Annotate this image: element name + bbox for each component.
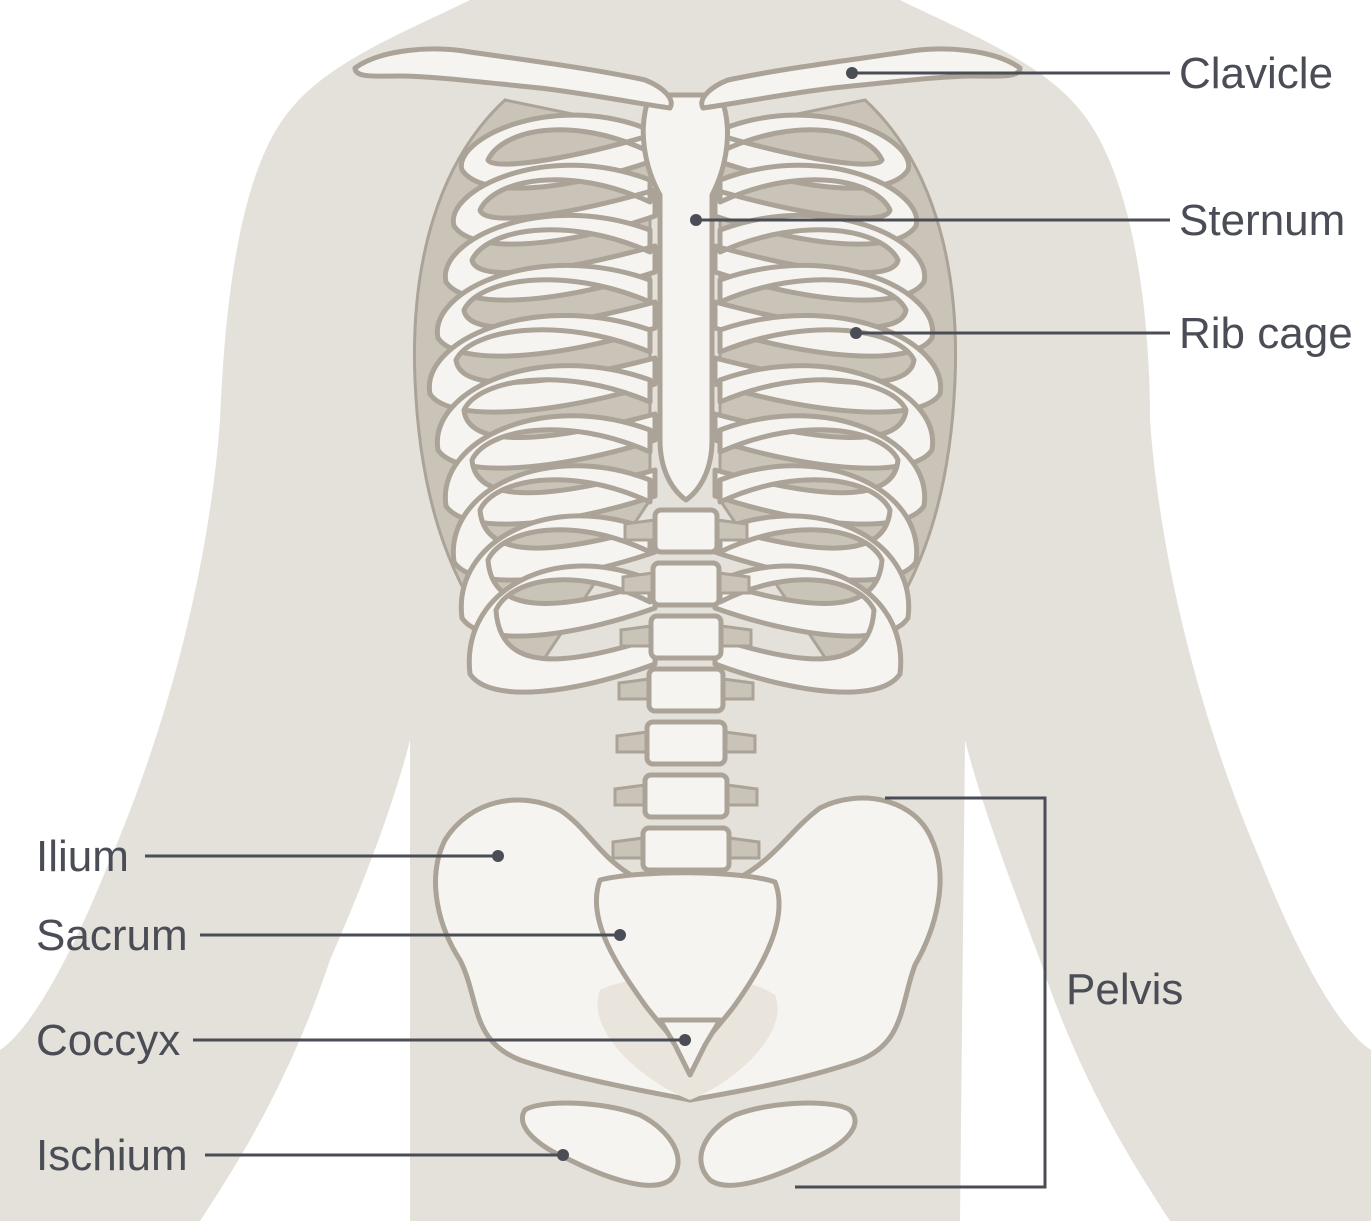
ilium-pointer-dot (492, 850, 504, 862)
rib-cage-pointer-dot (850, 327, 862, 339)
vertebra-4 (646, 666, 726, 714)
vertebra-process-left-1 (623, 518, 657, 542)
ischium-pointer-dot (557, 1149, 569, 1161)
ribs-right (712, 112, 944, 695)
vertebra-process-right-2 (717, 571, 751, 595)
rib-left-10 (466, 563, 658, 695)
vertebra-6 (642, 772, 730, 820)
rib-left-7 (442, 413, 658, 527)
vertebra-process-left-2 (621, 571, 655, 595)
pelvis-bracket (795, 796, 1047, 1189)
rib-right-10 (712, 563, 904, 695)
vertebra-process-right-7 (727, 836, 761, 860)
ischium-left-bone (519, 1100, 681, 1188)
vertebra-process-right-4 (721, 677, 755, 701)
vertebra-7 (640, 825, 732, 873)
rib-right-7 (712, 413, 928, 527)
coccyx-label: Coccyx (36, 1016, 181, 1065)
spine (611, 507, 761, 873)
vertebra-process-left-7 (611, 836, 645, 860)
rib-right-9 (712, 513, 912, 639)
sacrum-label: Sacrum (36, 911, 188, 960)
clavicle-label: Clavicle (1179, 49, 1334, 98)
leader-lines (145, 67, 1170, 1189)
sacrum-bone (593, 870, 782, 1063)
coccyx-pointer-dot (679, 1034, 691, 1046)
ischium-label: Ischium (36, 1131, 188, 1180)
vertebra-process-right-6 (725, 783, 759, 807)
rib-cage-label: Rib cage (1179, 309, 1353, 358)
vertebra-2 (650, 560, 722, 608)
vertebra-process-left-6 (613, 783, 647, 807)
clavicles (352, 46, 1023, 111)
rib-left-9 (458, 513, 658, 639)
vertebra-process-right-5 (723, 730, 757, 754)
vertebra-5 (644, 719, 728, 767)
sacrum-pointer-dot (614, 929, 626, 941)
ribs-left (426, 112, 658, 695)
vertebra-1 (652, 507, 720, 555)
sternum-pointer-dot (690, 214, 702, 226)
ilium-label: Ilium (36, 832, 129, 881)
ischium-right-bone (698, 1100, 858, 1188)
pelvis-bones (433, 795, 943, 1188)
pelvis-label: Pelvis (1066, 965, 1184, 1014)
vertebra-3 (648, 613, 724, 661)
vertebra-process-right-3 (719, 624, 753, 648)
vertebra-process-left-4 (617, 677, 651, 701)
vertebra-process-left-5 (615, 730, 649, 754)
rib-cage (412, 98, 958, 695)
sternum-label: Sternum (1179, 196, 1346, 245)
clavicle-pointer-dot (846, 67, 858, 79)
sternum-bone (640, 92, 731, 503)
vertebra-process-right-1 (715, 518, 749, 542)
vertebra-process-left-3 (619, 624, 653, 648)
